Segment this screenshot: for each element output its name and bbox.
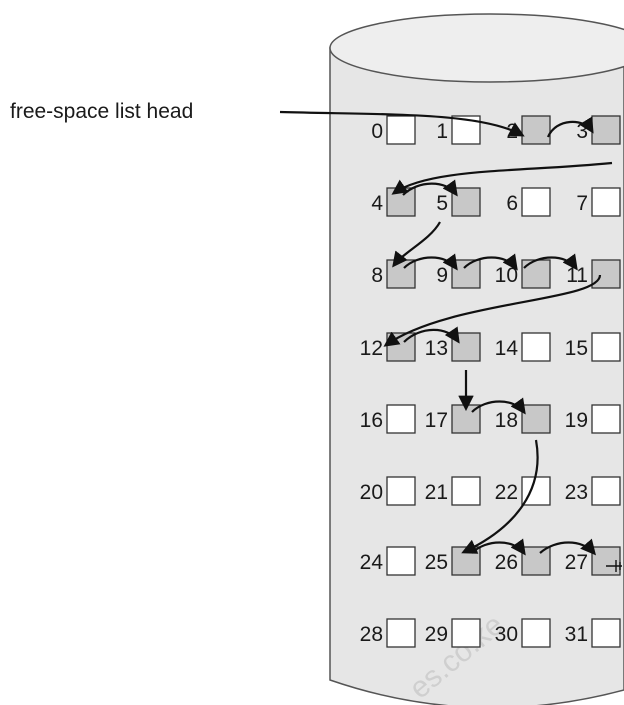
block-11-label: 11: [566, 264, 588, 287]
cylinder-top: [330, 14, 624, 82]
block-9-free: [452, 260, 480, 288]
block-13-label: 13: [425, 337, 448, 360]
block-0-label: 0: [371, 120, 383, 143]
block-10-free: [522, 260, 550, 288]
block-26-free: [522, 547, 550, 575]
block-27-label: 27: [565, 551, 588, 574]
block-7-label: 7: [576, 192, 588, 215]
block-21-allocated: [452, 477, 480, 505]
block-29-label: 29: [425, 623, 448, 646]
block-14-label: 14: [495, 337, 519, 360]
block-1-label: 1: [436, 120, 448, 143]
block-20-label: 20: [360, 481, 383, 504]
block-14-allocated: [522, 333, 550, 361]
block-11-free: [592, 260, 620, 288]
block-26-label: 26: [495, 551, 518, 574]
block-16-allocated: [387, 405, 415, 433]
block-22-label: 22: [495, 481, 518, 504]
block-18-label: 18: [495, 409, 518, 432]
block-18-free: [522, 405, 550, 433]
block-19-allocated: [592, 405, 620, 433]
block-19-label: 19: [565, 409, 588, 432]
free-space-list-head-label: free-space list head: [10, 100, 193, 123]
block-21-label: 21: [425, 481, 448, 504]
block-28-label: 28: [360, 623, 383, 646]
block-15-allocated: [592, 333, 620, 361]
block-30-allocated: [522, 619, 550, 647]
cylinder-body: [330, 48, 624, 705]
block-4-free: [387, 188, 415, 216]
block-29-allocated: [452, 619, 480, 647]
block-23-label: 23: [565, 481, 588, 504]
block-24-label: 24: [360, 551, 384, 574]
block-25-label: 25: [425, 551, 448, 574]
block-9-label: 9: [436, 264, 448, 287]
block-28-allocated: [387, 619, 415, 647]
block-12-label: 12: [360, 337, 383, 360]
block-6-allocated: [522, 188, 550, 216]
block-2-free: [522, 116, 550, 144]
block-24-allocated: [387, 547, 415, 575]
block-15-label: 15: [565, 337, 588, 360]
block-5-label: 5: [436, 192, 448, 215]
block-6-label: 6: [506, 192, 518, 215]
block-5-free: [452, 188, 480, 216]
block-8-free: [387, 260, 415, 288]
block-16-label: 16: [360, 409, 383, 432]
block-20-allocated: [387, 477, 415, 505]
block-31-allocated: [592, 619, 620, 647]
block-23-allocated: [592, 477, 620, 505]
block-0-allocated: [387, 116, 415, 144]
block-3-free: [592, 116, 620, 144]
block-4-label: 4: [371, 192, 383, 215]
block-17-label: 17: [425, 409, 448, 432]
block-30-label: 30: [495, 623, 518, 646]
block-7-allocated: [592, 188, 620, 216]
block-31-label: 31: [565, 623, 588, 646]
block-8-label: 8: [371, 264, 383, 287]
